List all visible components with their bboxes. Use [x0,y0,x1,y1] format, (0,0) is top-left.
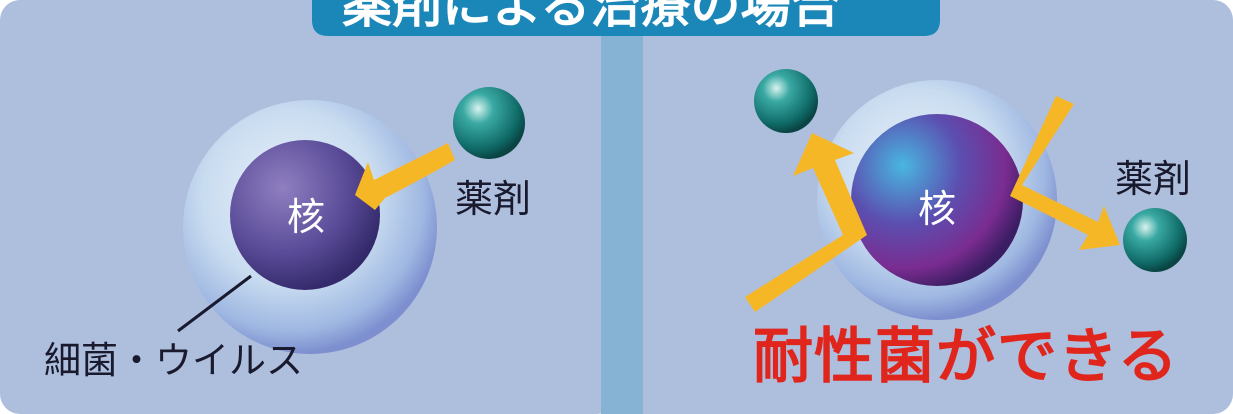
drug-label: 薬剤 [455,177,532,221]
drug-ball-icon [453,87,525,159]
drug-ball-icon-deflected-left [754,69,818,133]
deflect-arrow-right [1010,96,1120,250]
drug-label-resistant: 薬剤 [1115,157,1192,201]
center-divider [601,0,643,414]
cell-label: 細菌・ウイルス [44,339,303,382]
cell-nucleus-resistant [851,114,1023,286]
nucleus-label-resistant: 核 [918,187,957,231]
cell-nucleus [230,140,380,290]
banner-title: 薬剤による治療の場合 [342,0,841,34]
resistant-bacteria-label: 耐性菌ができる [753,322,1179,392]
drug-ball-icon-deflected-right [1123,208,1187,272]
drug-arrow [355,143,455,210]
deflect-arrow-up-left [745,133,867,312]
title-banner [312,0,940,36]
cell-pointer-line [177,274,252,333]
nucleus-label: 核 [287,195,326,239]
